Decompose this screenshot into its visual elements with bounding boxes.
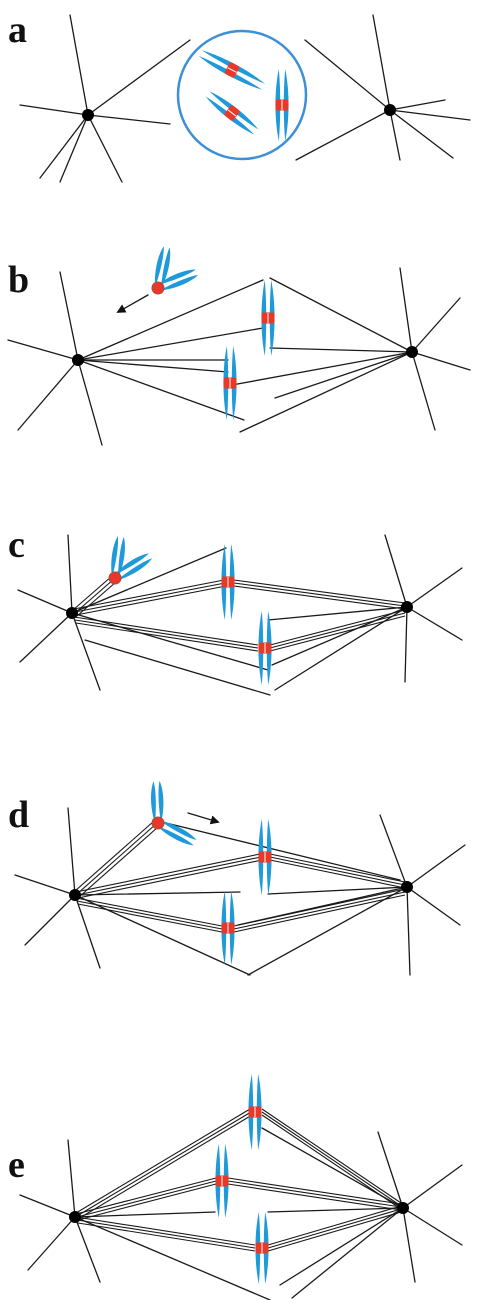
left-aster [19,14,191,183]
sister-chromatid [111,535,119,578]
sister-chromatid [156,269,196,286]
spindle-microtubules [71,547,408,696]
left-aster [7,271,103,446]
sister-chromatid [158,780,164,823]
chromosome-arm [151,780,164,824]
movement-arrow [187,812,220,825]
right-aster [379,814,466,976]
chromosome [151,780,197,846]
spindle-pole [406,346,418,358]
centromere [151,816,165,830]
panel-c: c [8,524,463,696]
right-aster [399,267,471,431]
kinetochore-fibers [75,1108,402,1252]
movement-arrow [116,294,149,313]
left-aster [17,534,101,691]
right-aster [295,14,471,161]
chromosome [221,544,235,620]
chromosome [223,346,237,420]
spindle-pole [66,607,78,619]
chromosome-group [108,535,272,685]
kinetochore-fibers [74,820,406,933]
chromosome [151,246,199,295]
chromosome-arm [113,553,153,581]
spindle-microtubules [77,277,413,433]
chromosome [205,91,259,135]
sister-chromatid [151,781,156,824]
right-aster [377,1131,463,1283]
spindle-pole [69,1211,81,1223]
chromosome-arm [111,535,125,579]
centromere [108,571,122,585]
sister-chromatid [116,558,153,581]
spindle-pole [401,601,413,613]
chromosome [215,1144,229,1218]
chromosome [255,1212,269,1284]
nuclear-envelope [176,29,308,161]
right-aster [384,534,463,683]
panel-b: b [7,246,471,446]
chromosome-arm [154,246,171,289]
left-aster [14,807,101,969]
spindle-pole [401,881,413,893]
chromosome-arm [156,269,199,291]
sister-chromatid [117,536,125,579]
spindle-pole [72,354,84,366]
chromosome-group [215,1074,269,1284]
sister-chromatid [154,246,164,288]
chromosome [221,891,235,965]
spindle-pole [384,104,396,116]
chromosome [258,819,272,895]
chromosome-arm [156,820,197,846]
left-aster [19,1139,101,1283]
panel-a: a [8,9,471,183]
chromosome-group [151,780,272,965]
panel-label-c: c [8,524,25,566]
panel-label-a: a [8,9,27,51]
centromere [151,281,165,295]
panel-label-b: b [8,259,29,301]
sister-chromatid [113,553,150,576]
sister-chromatid [159,275,199,291]
sister-chromatid [160,247,171,289]
spindle-microtubules [74,1127,404,1300]
chromosome [248,1074,262,1150]
chromosome-group [151,246,275,420]
panel-e: e [8,1074,463,1300]
chromosome [275,69,289,141]
panel-d: d [8,780,466,976]
chromosome [198,50,266,90]
chromosome [108,535,153,585]
panel-label-e: e [8,1144,25,1186]
spindle-pole [69,889,81,901]
chromosome [258,611,272,685]
sister-chromatid [156,825,194,846]
spindle-pole [82,109,94,121]
sister-chromatid [159,820,197,841]
centromere-gap [227,67,237,73]
centromere-gap [227,109,237,117]
spindle-pole [397,1202,409,1214]
chromosome [261,280,275,356]
chromosome-group [198,50,289,141]
panel-label-d: d [8,794,29,836]
kinetochore-fibers [72,575,406,652]
spindle-microtubules [74,821,408,976]
